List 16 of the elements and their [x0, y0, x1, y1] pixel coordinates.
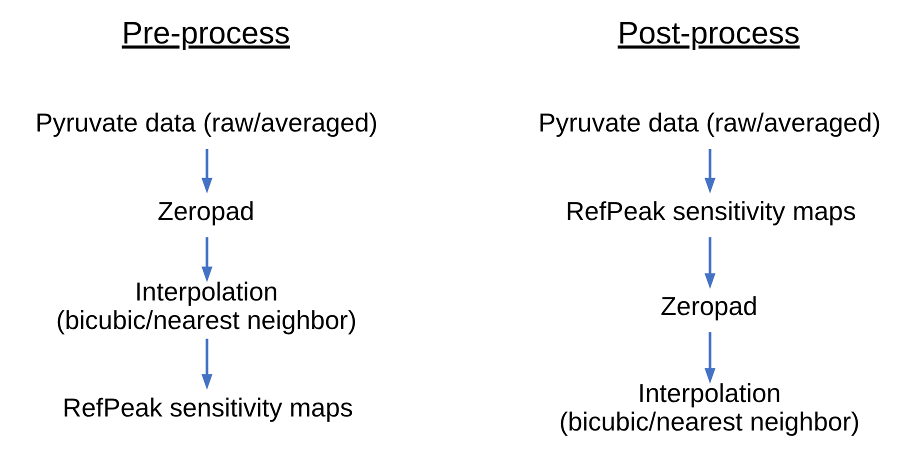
label: Post-process: [618, 15, 800, 50]
arrow: [704, 148, 716, 194]
node-text: Zeropad: [660, 290, 758, 321]
arrow: [704, 332, 716, 384]
arrow: [202, 148, 212, 194]
node-text: Pyruvate data (raw/averaged): [35, 108, 378, 138]
arrow: [202, 237, 212, 282]
node-text: Interpolation (bicubic/nearest neighbor): [56, 276, 357, 336]
arrow: [704, 237, 716, 289]
arrow: [202, 338, 212, 390]
node-text: Zeropad: [158, 196, 254, 226]
node-text: Interpolation (bicubic/nearest neighbor): [559, 378, 860, 437]
label: Pre-process: [122, 15, 290, 50]
node-text: RefPeak sensitivity maps: [566, 196, 856, 226]
node-text: Pyruvate data (raw/averaged): [538, 108, 881, 138]
node-text: RefPeak sensitivity maps: [62, 392, 353, 422]
